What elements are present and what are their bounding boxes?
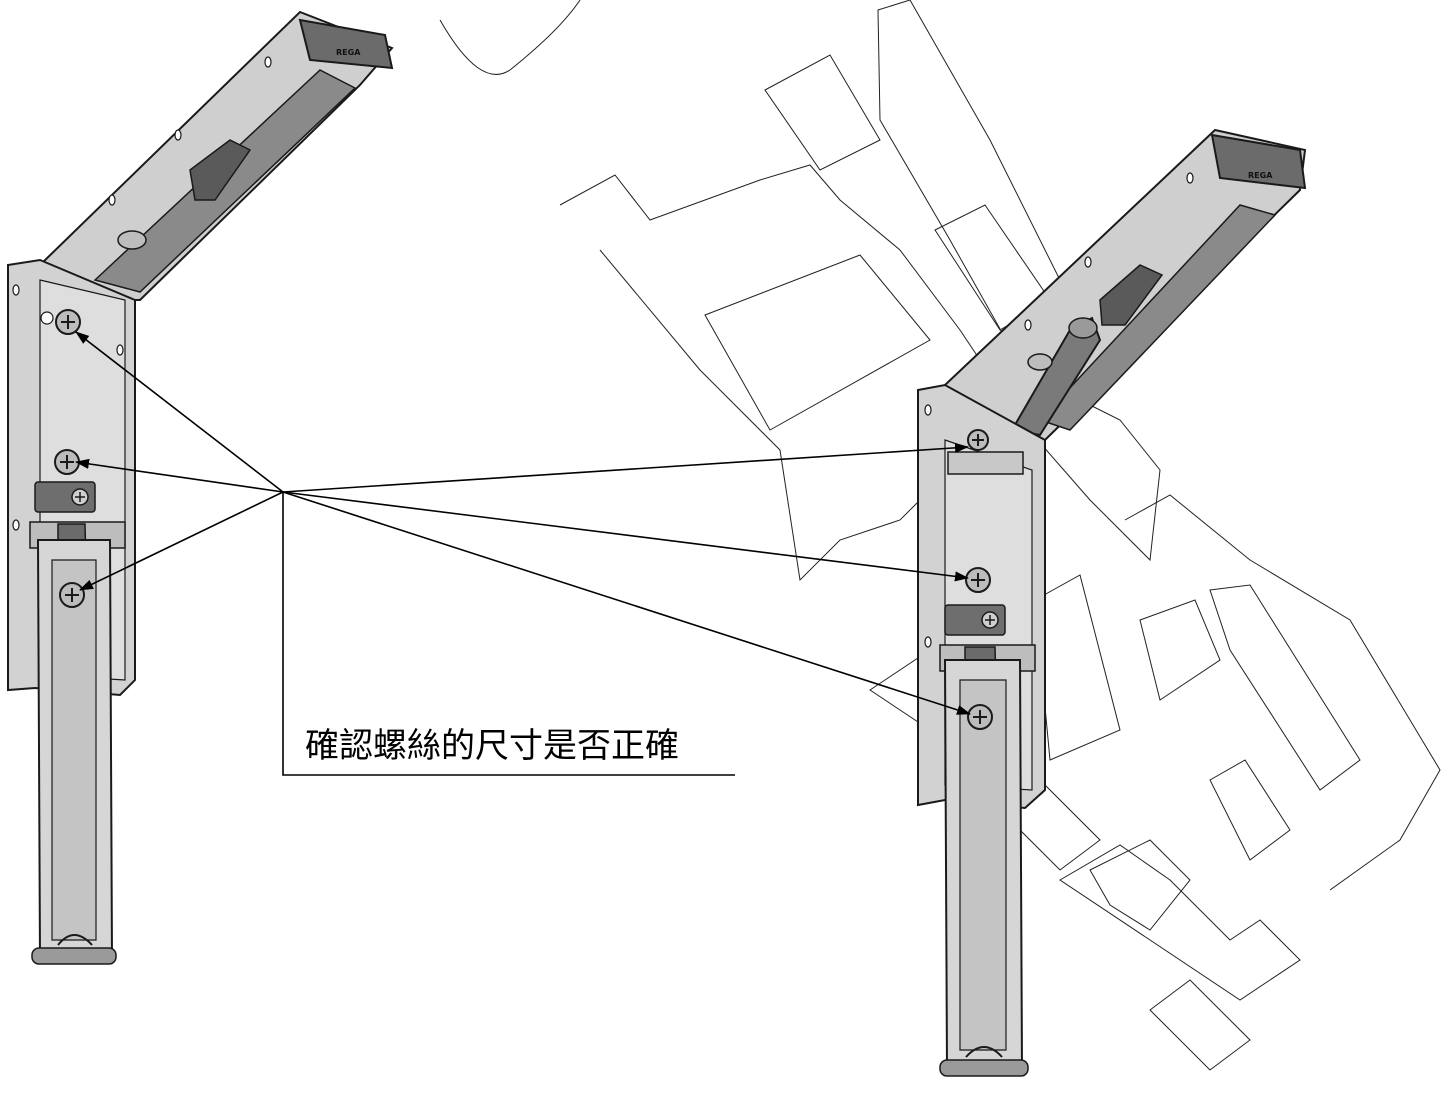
bracket-left-end-cap (298, 18, 394, 70)
bracket-left: REGA (7, 10, 394, 965)
bracket-right-logo: REGA (1248, 171, 1273, 180)
bracket-left-plate-hole (12, 284, 20, 296)
bracket-left-arm-knob (117, 230, 147, 250)
bracket-left-roller (31, 947, 117, 965)
bracket-right-arm-hole (1024, 319, 1032, 331)
screw-icon (967, 429, 989, 451)
screw-icon (71, 488, 89, 506)
bracket-right-arm-latch (1099, 264, 1164, 326)
bracket-left-logo: REGA (336, 48, 361, 57)
bracket-right-arm-hole (1084, 256, 1092, 268)
bracket-right-end-cap (1210, 133, 1307, 190)
screw-icon (59, 582, 85, 608)
bracket-left-arm-hole (264, 56, 272, 68)
bracket-right-arm-knob (1027, 353, 1053, 371)
leader-line (75, 458, 284, 493)
bracket-right: REGA (917, 128, 1307, 1077)
screw-icon (55, 309, 81, 335)
bracket-left-arm-hole (108, 194, 116, 206)
bracket-left-plate-hole (40, 311, 54, 325)
bracket-left-lower-arm-slot (51, 559, 97, 941)
leader-line (282, 442, 969, 493)
bracket-right-arm-hole (1186, 172, 1194, 184)
bracket-right-roller (939, 1059, 1029, 1077)
bracket-right-plate-hole (924, 404, 932, 416)
bracket-left-plate-hole (116, 344, 124, 356)
leader-line (79, 491, 284, 591)
bracket-right-tool-head (1068, 317, 1098, 339)
screw-icon (967, 704, 993, 730)
bracket-left-arm-latch (189, 139, 252, 201)
bracket-left-arm-hole (174, 129, 182, 141)
bracket-right-plate-hole (924, 636, 932, 648)
callout-label: 確認螺絲的尺寸是否正確 (305, 726, 679, 766)
leader-line (75, 331, 284, 493)
screw-icon (981, 611, 999, 629)
bracket-left-plate-hole (12, 519, 20, 531)
leader-line (282, 491, 971, 715)
bracket-right-crossbar (947, 451, 1024, 475)
bracket-right-lower-arm-slot (959, 679, 1007, 1051)
screw-icon (965, 567, 991, 593)
leader-line (282, 491, 969, 582)
callout-connector (282, 492, 735, 776)
leader-lines (75, 331, 971, 776)
screw-icon (54, 449, 80, 475)
bracket-right-arm-rail (1038, 204, 1277, 431)
